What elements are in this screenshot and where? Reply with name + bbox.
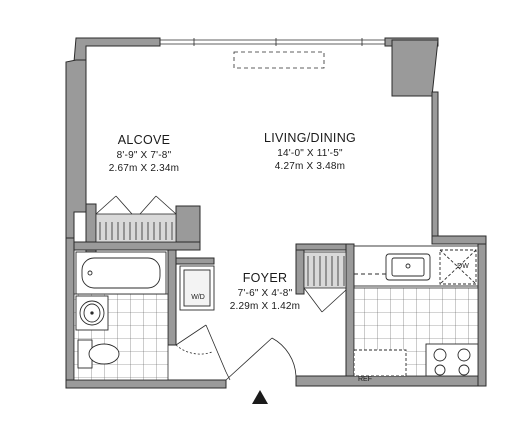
foyer-closet	[303, 251, 347, 313]
window	[160, 38, 385, 69]
washer-dryer-closet	[179, 265, 215, 311]
alcove-dim-imperial: 8'-9" X 7'-8"	[117, 150, 172, 161]
bathtub	[75, 251, 167, 295]
dishwasher-label: DW	[457, 263, 469, 270]
alcove-label-group: ALCOVE 8'-9" X 7'-8" 2.67m X 2.34m	[109, 133, 179, 174]
foyer-dim-imperial: 7'-6" X 4'-8"	[238, 288, 293, 299]
bathroom-sink	[75, 295, 109, 331]
entry-arrow-icon	[252, 390, 268, 404]
living-name: LIVING/DINING	[264, 131, 356, 145]
alcove-closet	[95, 195, 177, 243]
living-label-group: LIVING/DINING 14'-0" X 11'-5" 4.27m X 3.…	[264, 131, 356, 172]
toilet	[77, 339, 120, 369]
foyer-dim-metric: 2.29m X 1.42m	[230, 301, 300, 312]
bathroom-door	[175, 324, 227, 373]
foyer-name: FOYER	[243, 271, 288, 285]
kitchen-counter	[353, 245, 479, 287]
entry-door	[225, 337, 297, 381]
stove	[425, 343, 479, 377]
alcove-name: ALCOVE	[118, 133, 171, 147]
refrigerator	[353, 349, 407, 377]
living-dim-imperial: 14'-0" X 11'-5"	[277, 148, 343, 159]
foyer-label-group: FOYER 7'-6" X 4'-8" 2.29m X 1.42m	[230, 271, 300, 312]
refrigerator-label: REF	[358, 376, 372, 383]
washer-dryer-label: W/D	[191, 294, 205, 301]
alcove-dim-metric: 2.67m X 2.34m	[109, 163, 179, 174]
living-dim-metric: 4.27m X 3.48m	[275, 161, 345, 172]
